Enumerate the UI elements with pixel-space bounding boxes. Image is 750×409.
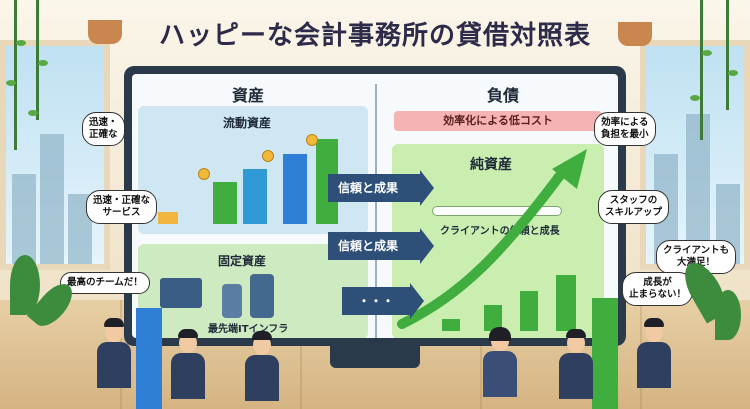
laptop-icon [160,278,202,308]
person-body [483,351,517,397]
vine [36,0,39,120]
person-head [253,335,271,355]
bar [243,169,267,224]
person [168,329,208,409]
arrow-dots: ・・・ [342,283,424,319]
bar [556,275,576,331]
person-head [645,322,663,342]
liabilities-heading: 負債 [487,86,520,105]
hanging-pot [88,20,122,44]
person-body [637,342,671,388]
person [634,314,674,409]
bubble-quick-accurate: 迅速・ 正確な [82,112,125,146]
leaf [702,50,712,56]
person [556,329,596,409]
person-head [567,333,585,353]
fixed-assets-panel: 固定資産 最先端ITインフラ [138,244,368,338]
leaf [690,95,700,101]
monitor: 資産 負債 流動資産 固定資産 最先端ITインフラ [124,66,626,346]
bar [484,305,502,331]
leaf [28,110,38,116]
arrow-trust-result-2: 信頼と成果 [328,228,434,264]
leaf [6,80,16,86]
server-icon [222,284,242,318]
page-title: ハッピーな会計事務所の貸借対照表 [158,21,591,51]
divider [375,84,377,338]
server-icon [250,274,274,318]
person-body [171,353,205,399]
bubble-burden-min: 効率による 負担を最小 [594,112,656,146]
building [40,134,64,264]
building [12,174,36,264]
person-head [105,322,123,342]
bar [158,212,178,224]
bubble-quick-accurate-service: 迅速・正確な サービス [86,190,158,224]
left-window [0,40,110,270]
person [480,327,520,409]
person-hair [489,327,511,341]
balance-sheet-screen: 資産 負債 流動資産 固定資産 最先端ITインフラ [132,74,618,338]
person-hair [644,318,664,327]
person-body [97,342,131,388]
progress-track [432,206,562,216]
vine [14,0,17,150]
person-hair [252,331,272,340]
building [686,114,710,264]
vine [726,0,729,110]
floor-plank [480,300,482,409]
infra-label: 最先端ITインフラ [208,324,289,335]
person-hair [566,329,586,338]
monitor-stand [330,346,420,368]
person-body [559,353,593,399]
bubble-staff-skill: スタッフの スキルアップ [598,190,670,224]
coin [306,134,318,146]
person-body [245,355,279,401]
person [94,314,134,409]
leaf [38,60,48,66]
floor-plank [300,300,302,409]
leaf [728,70,738,76]
foreground-bar [592,298,618,409]
current-assets-panel: 流動資産 [138,106,368,234]
coin [262,150,274,162]
fixed-assets-label: 固定資産 [218,254,267,268]
person-hair [178,329,198,338]
bar [520,291,538,331]
bubble-best-team: 最高のチームだ！ [60,272,150,294]
arrow-trust-result-1: 信頼と成果 [328,170,434,206]
assets-heading: 資産 [232,86,265,105]
leaf [16,40,26,46]
bar [213,182,237,224]
vine [700,0,703,140]
net-assets-label: 純資産 [470,157,512,173]
bubble-growth-unstoppable: 成長が 止まらない！ [622,272,694,306]
person-hair [104,318,124,327]
person-head [179,333,197,353]
bar [442,319,460,331]
foreground-bar [136,308,162,409]
person [242,331,282,409]
coin [198,168,210,180]
plant-leaf [715,290,741,340]
current-assets-label: 流動資産 [223,116,272,130]
hanging-pot [618,22,652,46]
client-trust-label: クライアントの信頼と成長 [440,226,560,237]
cost-bar: 効率化による低コスト [394,111,602,131]
bar [283,154,307,224]
bar [316,139,338,224]
